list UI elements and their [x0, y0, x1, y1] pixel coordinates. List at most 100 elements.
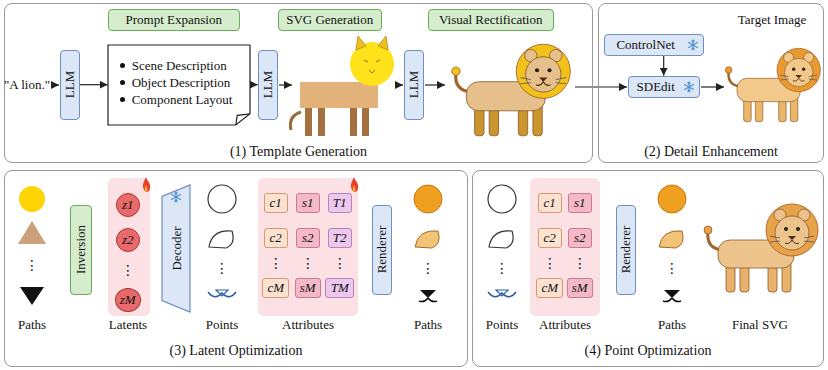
- decoder-trapezoid: Decoder: [162, 185, 190, 312]
- frozen-snowflake: [174, 200, 177, 202]
- final-lion: [704, 204, 818, 292]
- box-label: sM: [300, 280, 316, 295]
- text-label: Target Image: [738, 12, 807, 28]
- pointer-arrow: [279, 84, 292, 85]
- box-label: TM: [331, 280, 349, 295]
- frozen-snowflake: [687, 82, 690, 84]
- text-label: Points: [206, 317, 239, 333]
- panel-frame: (4) Point Optimizationc1s1c2s2cMsMRender…: [472, 170, 824, 367]
- box-label: LLM: [62, 71, 77, 98]
- box-label: s1: [302, 195, 314, 210]
- box-label: c1: [270, 195, 282, 210]
- frozen-snowflake: [170, 191, 182, 203]
- frozen-snowflake: [688, 42, 698, 48]
- attribute-cell: c2: [264, 228, 288, 248]
- attribute-cell: c1: [538, 193, 562, 213]
- pointer-arrow: [701, 86, 724, 87]
- target-lion: [725, 48, 820, 121]
- template-lion-sketch: [356, 36, 366, 50]
- box-label: c1: [544, 195, 556, 210]
- bullet-dot: [120, 97, 125, 102]
- frozen-snowflake: [171, 194, 181, 200]
- box-label: T2: [333, 230, 347, 245]
- pointer-arrow: [396, 84, 403, 85]
- pointer-arrow: [575, 86, 627, 87]
- text-label: Paths: [18, 317, 46, 333]
- box-label: z1: [122, 197, 134, 212]
- box-label: cM: [267, 280, 284, 295]
- box-label: c2: [270, 230, 282, 245]
- box-label: zM: [120, 292, 136, 307]
- panel-caption: (2) Detail Enhancement: [599, 144, 823, 160]
- box-label: T1: [333, 195, 347, 210]
- box-label: Renderer: [618, 226, 633, 274]
- frozen-snowflake: [687, 39, 699, 51]
- trainable-flame: [145, 185, 148, 192]
- box-label: Inversion: [73, 225, 88, 274]
- attribute-cell: TM: [325, 278, 354, 298]
- input-path: [18, 186, 46, 305]
- trainable-flame: [143, 177, 150, 192]
- frozen-snowflake: [691, 48, 694, 50]
- ellipsis-mark: ⋮: [121, 262, 135, 278]
- bullet-text: Component Layout: [132, 91, 233, 108]
- trainable-flame: [351, 177, 358, 192]
- frozen-snowflake: [688, 42, 698, 48]
- attribute-cell: cM: [536, 278, 563, 298]
- attribute-cell: T2: [328, 228, 352, 248]
- bullet-text: Object Description: [132, 74, 231, 91]
- text-label: Attributes: [282, 317, 334, 333]
- box-label: c2: [544, 230, 556, 245]
- model-box: Renderer: [616, 205, 636, 295]
- stage-box: Inversion: [70, 205, 92, 295]
- ellipsis-mark: ⋮: [301, 255, 315, 271]
- input-path: [18, 221, 46, 244]
- input-path: [20, 287, 44, 305]
- model-box: LLM: [258, 50, 278, 120]
- box-label: cM: [541, 280, 558, 295]
- frozen-snowflake: [174, 192, 177, 194]
- latent-circle: zM: [115, 288, 141, 312]
- template-lion-sketch: [290, 36, 394, 136]
- attribute-cell: T1: [328, 193, 352, 213]
- ellipsis-mark: ⋮: [269, 255, 283, 271]
- rendered-path: [658, 185, 686, 302]
- trainable-flame: [353, 185, 356, 192]
- arrow-connector: [663, 56, 664, 76]
- frozen-snowflake: [683, 81, 695, 93]
- template-lion-sketch: [378, 36, 388, 50]
- text-label: Paths: [414, 317, 442, 333]
- ellipsis-mark: ⋮: [333, 255, 347, 271]
- box-label: Renderer: [374, 226, 389, 274]
- panel-caption: (1) Template Generation: [5, 144, 592, 160]
- template-lion-sketch: [364, 60, 380, 73]
- template-lion-sketch: [362, 104, 369, 136]
- shape-outline: [108, 45, 250, 125]
- template-lion-sketch: [300, 82, 378, 108]
- box-label: ControlNet: [616, 37, 675, 52]
- box-label: s1: [574, 195, 586, 210]
- bullet-text: Scene Description: [132, 57, 227, 74]
- pointer-arrow: [425, 84, 445, 85]
- input-path: [19, 186, 45, 212]
- latent-circle: z1: [116, 193, 140, 217]
- ellipsis-mark: ⋮: [495, 260, 509, 276]
- template-lion-sketch: [305, 104, 312, 136]
- latent-circle: z2: [116, 228, 140, 252]
- text-label: Points: [486, 317, 519, 333]
- attribute-cell: s2: [296, 228, 320, 248]
- box-label: z2: [122, 232, 134, 247]
- panel-frame: (1) Template GenerationPrompt ExpansionS…: [4, 3, 593, 163]
- attribute-band: [530, 178, 600, 316]
- arrow-connector: [250, 84, 258, 85]
- panel-caption: (4) Point Optimization: [473, 343, 823, 359]
- refined-lion: [452, 44, 571, 136]
- rendered-path: [414, 185, 442, 302]
- model-box: LLM: [60, 50, 80, 120]
- text-label: "A lion.": [4, 77, 50, 93]
- trainable-flame: [351, 177, 358, 192]
- prompt-document: Scene DescriptionObject DescriptionCompo…: [108, 45, 250, 125]
- ellipsis-mark: ⋮: [543, 255, 557, 271]
- attribute-cell: s1: [568, 193, 592, 213]
- stage-box: SVG Generation: [278, 9, 382, 31]
